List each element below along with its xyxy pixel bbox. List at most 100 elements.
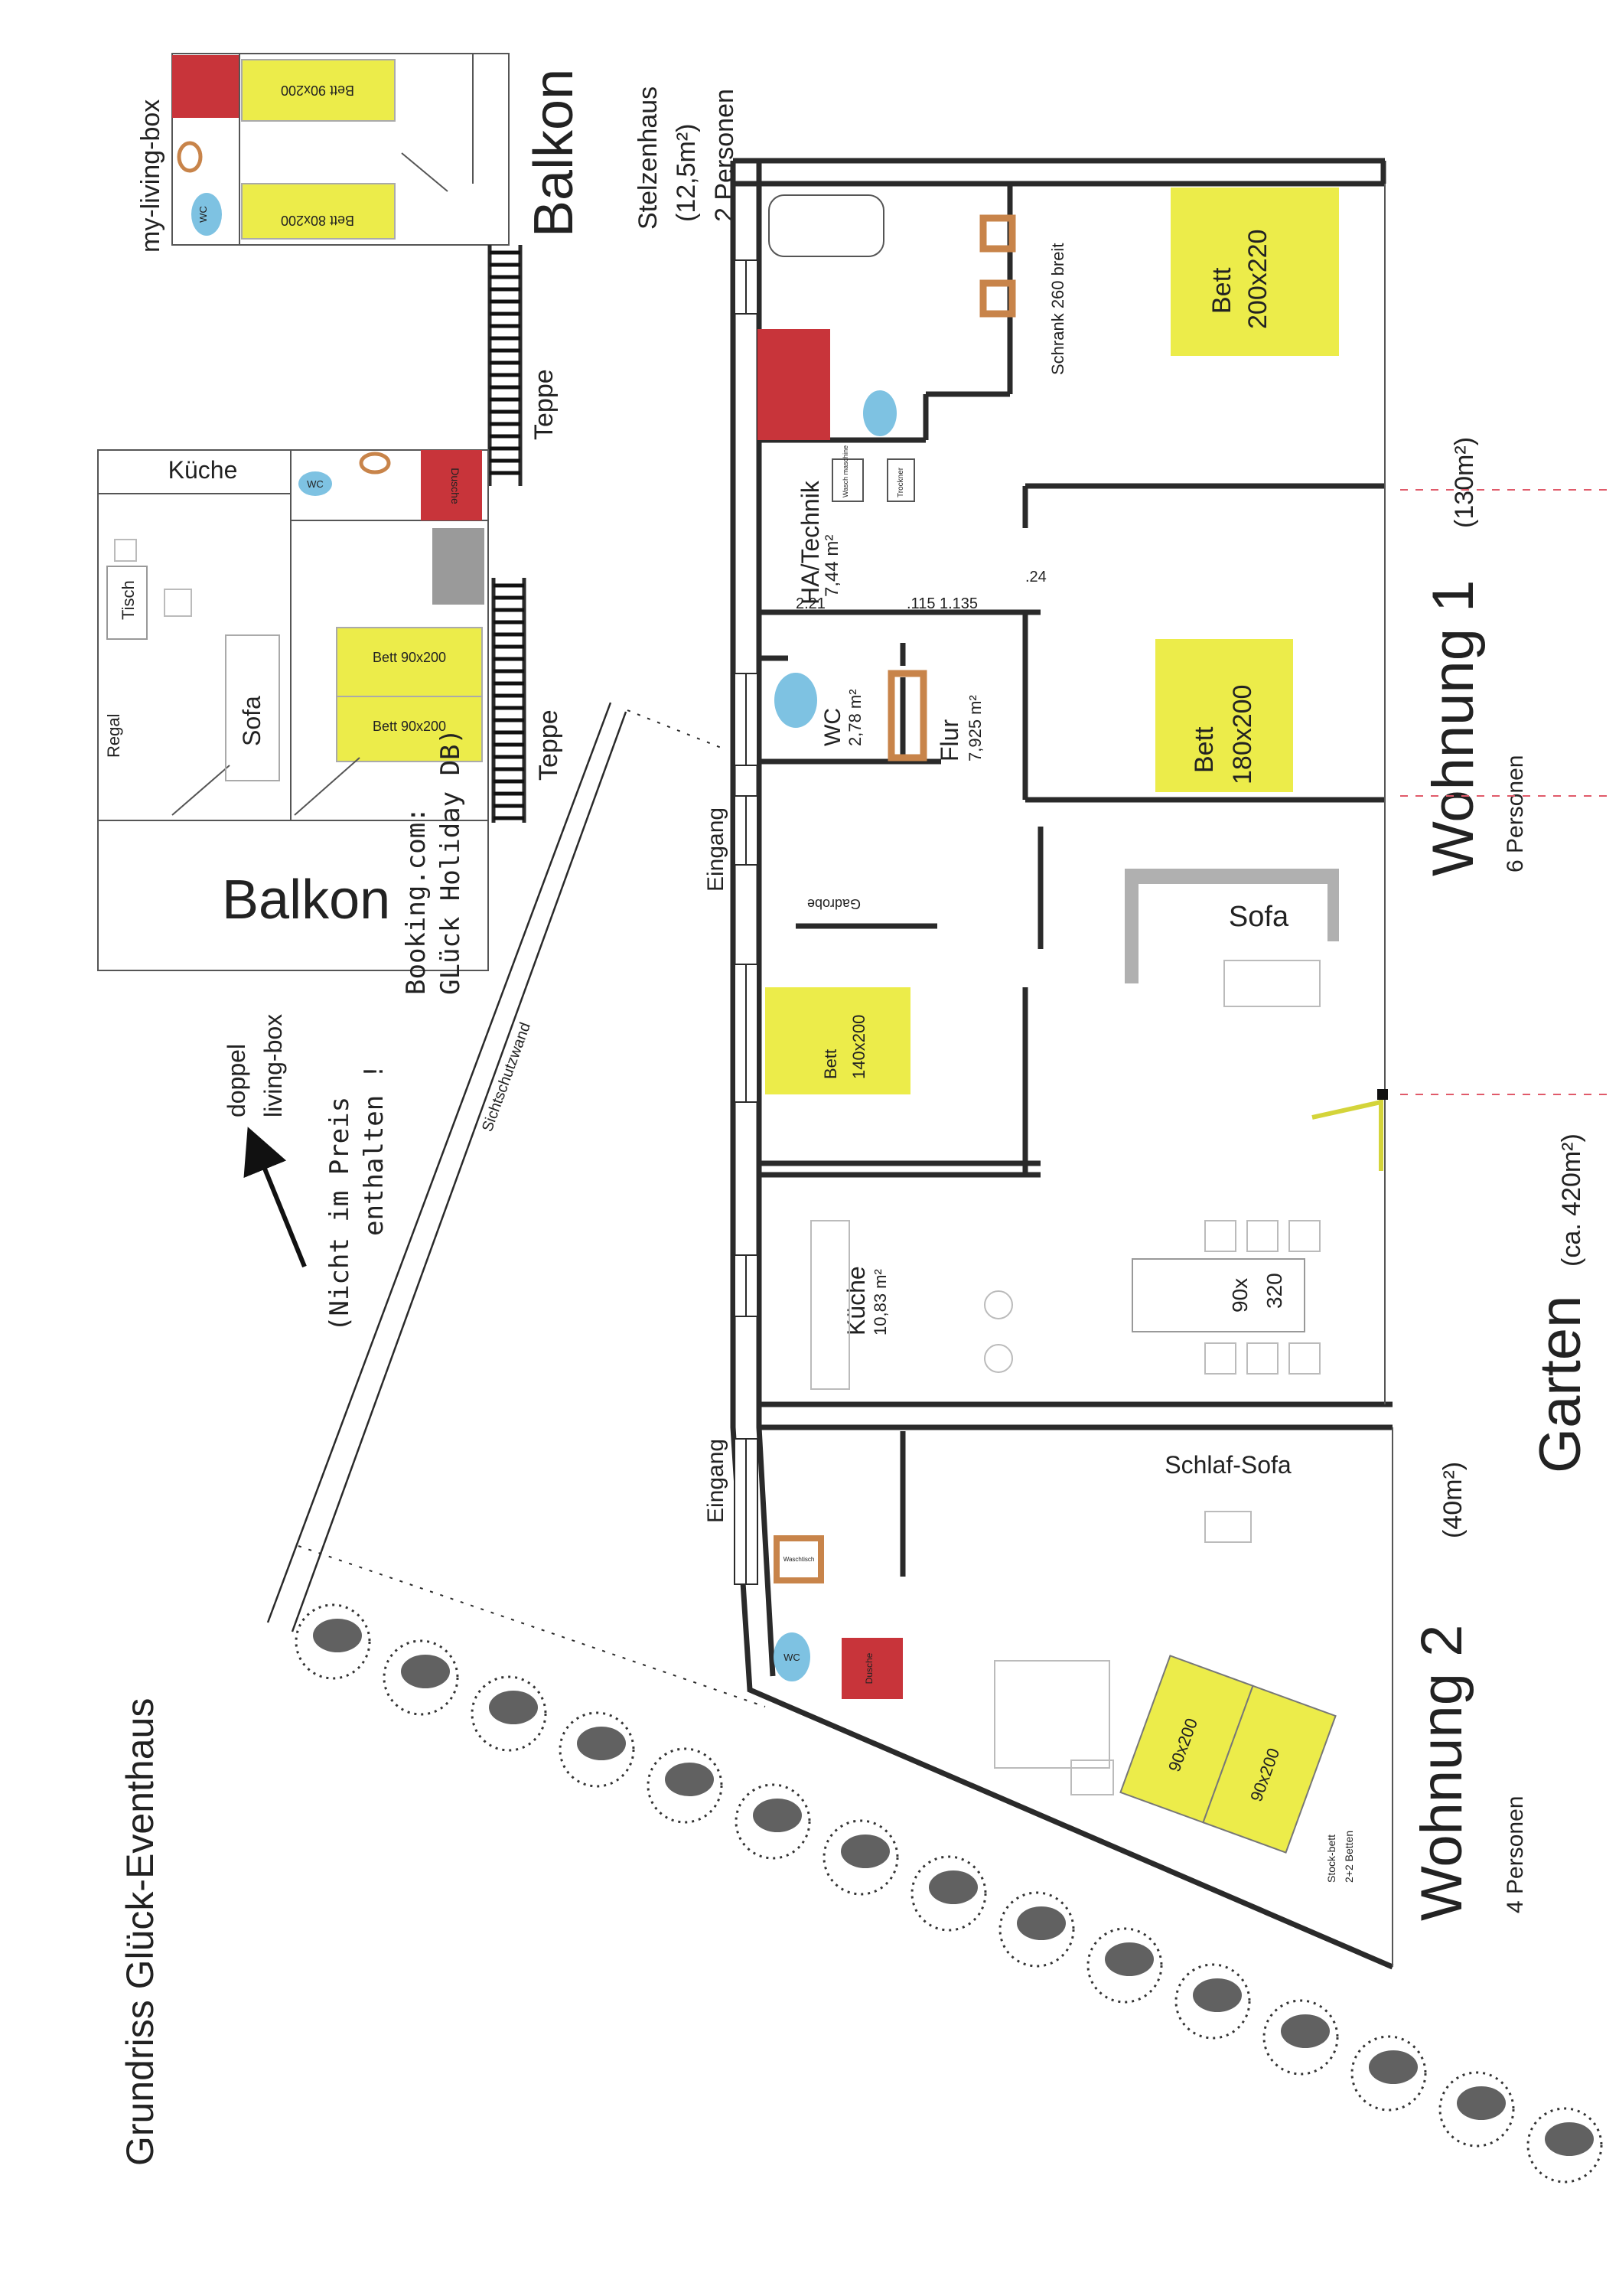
wohnung2-area: (40m²)	[1438, 1462, 1468, 1538]
flur-area: 7,925 m²	[966, 695, 985, 762]
doppel-sink-icon	[359, 452, 391, 475]
doppel-kueche: Küche	[168, 456, 238, 484]
stelzenhaus-area: (12,5m²)	[672, 124, 701, 222]
doppel-bed-2	[336, 696, 483, 762]
sichtschutzwand	[266, 702, 766, 1707]
doppel-regal-label: Regal	[104, 714, 123, 758]
bed-180x200	[1155, 639, 1293, 792]
waschtisch	[774, 1535, 824, 1583]
price-note-2: enthalten !	[359, 1064, 389, 1236]
door-marker	[1311, 1100, 1382, 1120]
stelzenhaus-shower-top	[172, 55, 239, 118]
garderobe-label: Gadrobe	[807, 896, 861, 912]
teppe-label-mid: Teppe	[534, 709, 563, 781]
stelzenhaus-bed-b-label: Bett 80x200	[281, 213, 354, 228]
ladder-mid	[491, 578, 526, 823]
doppel-bed-1	[336, 627, 483, 697]
doppel-living-box: Küche Dusche WC Bett 90x200 Bett 90x200 …	[97, 449, 766, 1707]
bed-140x200	[765, 987, 910, 1094]
wohnung2-shower	[842, 1638, 903, 1699]
price-note-1: (Nicht im Preis	[324, 1097, 355, 1332]
kueche-label: Küche	[842, 1266, 870, 1336]
stelzenhaus-wc-icon	[191, 193, 222, 236]
stelzenhaus-bed-a	[241, 59, 396, 122]
schrank-label: Schrank 260 breit	[1048, 243, 1067, 375]
bed-200-label: Bett	[1207, 267, 1236, 314]
wohnung1-persons: 6 Personen	[1503, 755, 1528, 872]
waschtisch-label: Waschtisch	[783, 1556, 815, 1563]
doppel-wc-icon	[298, 471, 332, 496]
flur-cabinet	[888, 670, 927, 762]
bath-wc-icon	[863, 390, 897, 436]
doppel-wc-label: WC	[307, 478, 324, 490]
table-size-2: 320	[1262, 1273, 1286, 1309]
doppel-sofa	[225, 634, 280, 781]
bed-180-label: Bett	[1190, 726, 1219, 773]
wc-room-area: 2,78 m²	[845, 689, 865, 746]
wohnung2-wc-icon	[774, 1632, 810, 1681]
doppel-box-label-1: doppel	[223, 1044, 250, 1117]
doppel-dusche-label: Dusche	[449, 468, 461, 504]
doppel-arrow-icon	[243, 1127, 307, 1268]
sink-2	[979, 279, 1016, 318]
my-living-box-label: my-living-box	[136, 99, 165, 253]
bed-140-size: 140x200	[849, 1015, 868, 1079]
eingang-2: Eingang	[703, 1439, 728, 1523]
stelzenhaus-balkon: Balkon	[523, 69, 585, 237]
eingang-1: Eingang	[703, 807, 728, 892]
bed-200x220	[1171, 188, 1339, 356]
table-size-1: 90x	[1228, 1278, 1252, 1313]
plan-title: Grundriss Glück-Eventhaus	[119, 1698, 161, 2166]
garten-area: (ca. 420m²)	[1557, 1133, 1586, 1267]
stelzenhaus-sink-icon	[177, 141, 203, 173]
sichtschutzwand-label: Sichtschutzwand	[479, 1020, 534, 1134]
doppel-bed-2-label: Bett 90x200	[373, 719, 446, 734]
doppel-balkon: Balkon	[222, 869, 390, 931]
doppel-bed-1-label: Bett 90x200	[373, 650, 446, 665]
stelzenhaus-bed-b	[241, 183, 396, 240]
doppel-tisch-label: Tisch	[119, 580, 138, 620]
ladder-top	[487, 245, 523, 486]
ha-technik-label: HA/Technik	[796, 480, 824, 605]
flur-label: Flur	[936, 719, 963, 762]
booking-line-1: Booking.com:	[401, 807, 432, 995]
doppel-box-label-2: living-box	[259, 1014, 287, 1117]
stockbett-label: Stock-bett	[1325, 1835, 1337, 1883]
wohnung1-label: Wohnung 1	[1421, 580, 1486, 876]
wohnung2-dusche-label: Dusche	[864, 1652, 875, 1684]
sofa-label: Sofa	[1229, 901, 1289, 933]
stelzenhaus-name: Stelzenhaus	[634, 86, 663, 230]
wohnung2-wc-label: WC	[783, 1652, 800, 1663]
hedge-trees	[295, 1603, 1603, 2183]
doppel-outline	[97, 449, 489, 971]
wohnung2-persons: 4 Personen	[1503, 1796, 1528, 1913]
ha-technik-area: 7,44 m²	[822, 535, 842, 597]
wc-room-icon	[774, 673, 817, 728]
doppel-shower	[421, 450, 482, 520]
dim-3: .24	[1025, 569, 1047, 585]
bath-shower	[757, 329, 830, 440]
wc-room-label: WC	[820, 708, 845, 746]
kueche-area: 10,83 m²	[871, 1269, 890, 1336]
wohnung2-label: Wohnung 2	[1409, 1625, 1474, 1921]
doppel-gray-block	[432, 528, 484, 605]
wohnung1-area: (130m²)	[1450, 437, 1479, 528]
schlafsofa-label: Schlaf-Sofa	[1165, 1451, 1292, 1479]
stockbett: 90x200 90x200	[1119, 1655, 1337, 1854]
waschmaschine-label: Wasch maschine	[842, 445, 849, 497]
main-house: Schrank 260 breit Bett 200x220 HA/Techni…	[703, 158, 1607, 1970]
bed-200-size: 200x220	[1243, 230, 1272, 329]
doppel-sofa-label: Sofa	[238, 696, 265, 746]
garten-label: Garten	[1528, 1296, 1593, 1473]
stockbett-label-2: 2+2 Betten	[1343, 1831, 1355, 1883]
stelzenhaus-outline	[171, 53, 510, 246]
dim-1: 2.21	[796, 595, 826, 612]
dim-2: .115 1.135	[907, 595, 978, 612]
teppe-label-top: Teppe	[529, 369, 559, 440]
bed-140-label: Bett	[821, 1049, 840, 1079]
dining-table	[1132, 1258, 1305, 1332]
stelzenhaus-bed-a-label: Bett 90x200	[281, 83, 354, 98]
sofa-shape	[1125, 869, 1339, 983]
booking-line-2: GLück Holiday DB)	[435, 729, 466, 995]
